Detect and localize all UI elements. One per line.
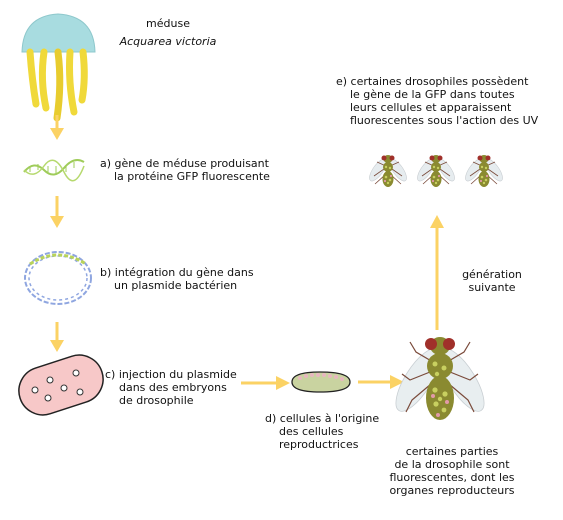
next-generation-label: génération suivante bbox=[462, 268, 522, 294]
transgenic-fly-large bbox=[387, 336, 493, 421]
arrow-embryo-to-cells bbox=[241, 376, 290, 390]
reproductive-cells bbox=[291, 371, 351, 393]
jellyfish-name: méduse bbox=[146, 17, 190, 30]
arrow-gene-to-plasmid bbox=[50, 196, 64, 228]
step-d-label: d) cellules à l'origine des cellules rep… bbox=[265, 412, 380, 451]
step-c-label: c) injection du plasmide dans des embryo… bbox=[105, 368, 237, 407]
arrow-cells-to-fly bbox=[358, 375, 404, 389]
step-e-label: e) certaines drosophiles possèdent le gè… bbox=[336, 75, 539, 127]
arrow-plasmid-to-embryo bbox=[50, 322, 64, 352]
jellyfish-species: Acquarea victoria bbox=[119, 35, 217, 48]
gfp-gene-strand bbox=[23, 159, 85, 182]
drosophila-embryo bbox=[18, 354, 104, 416]
arrow-next-generation bbox=[430, 215, 444, 330]
fly-parts-note: certaines parties de la drosophile sont … bbox=[389, 445, 515, 497]
step-b-label: b) intégration du gène dans un plasmide … bbox=[100, 266, 254, 292]
fluorescent-flies-row bbox=[365, 154, 507, 188]
bacterial-plasmid bbox=[24, 251, 92, 305]
jellyfish-illustration bbox=[21, 13, 96, 122]
step-a-label: a) gène de méduse produisant la protéine… bbox=[100, 157, 270, 183]
arrow-jellyfish-to-gene bbox=[50, 115, 64, 140]
